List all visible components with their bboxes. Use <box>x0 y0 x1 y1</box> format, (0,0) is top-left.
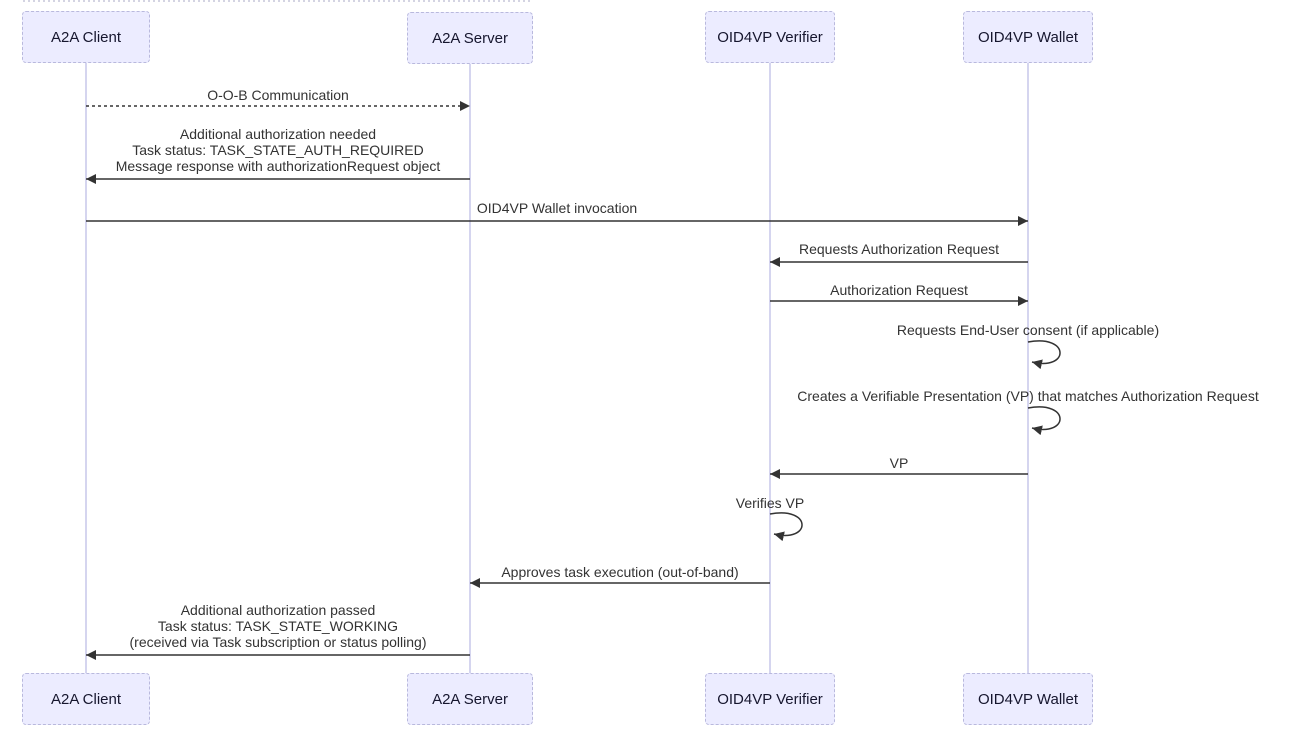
message-label-end-user-consent: Requests End-User consent (if applicable… <box>896 322 1160 338</box>
message-label-wallet-invocation: OID4VP Wallet invocation <box>476 200 638 216</box>
message-label-line: Message response with authorizationReque… <box>115 158 441 174</box>
actor-bottom-a2a-server: A2A Server <box>407 673 533 725</box>
message-label-line: Task status: TASK_STATE_WORKING <box>157 618 399 634</box>
actor-top-a2a-client: A2A Client <box>22 11 150 63</box>
actor-top-a2a-server: A2A Server <box>407 12 533 64</box>
message-label-creates-vp: Creates a Verifiable Presentation (VP) t… <box>797 388 1259 404</box>
selfloop-verifies-vp <box>769 512 803 542</box>
message-label-line: Additional authorization passed <box>180 602 376 618</box>
actor-bottom-a2a-client: A2A Client <box>22 673 150 725</box>
message-label-line: (received via Task subscription or statu… <box>129 634 427 650</box>
selfloop-creates-vp <box>1027 406 1061 436</box>
actor-bottom-oid4vp-verifier: OID4VP Verifier <box>705 673 835 725</box>
selfloop-end-user-consent <box>1027 340 1061 370</box>
message-label-verifies-vp: Verifies VP <box>735 495 805 511</box>
message-label-vp: VP <box>889 455 909 471</box>
message-label-requests-authorization-request: Requests Authorization Request <box>798 241 1000 257</box>
actor-top-oid4vp-verifier: OID4VP Verifier <box>705 11 835 63</box>
message-label-approves-task-execution: Approves task execution (out-of-band) <box>501 564 739 580</box>
message-label-line: Task status: TASK_STATE_AUTH_REQUIRED <box>132 142 424 158</box>
actor-top-oid4vp-wallet: OID4VP Wallet <box>963 11 1093 63</box>
message-label-auth-needed: Additional authorization needed Task sta… <box>116 126 441 174</box>
message-label-authorization-request: Authorization Request <box>830 282 968 298</box>
actor-bottom-oid4vp-wallet: OID4VP Wallet <box>963 673 1093 725</box>
message-label-auth-passed: Additional authorization passed Task sta… <box>130 602 427 650</box>
message-label-line: Additional authorization needed <box>179 126 377 142</box>
message-label-oob-communication: O-O-B Communication <box>207 87 349 103</box>
